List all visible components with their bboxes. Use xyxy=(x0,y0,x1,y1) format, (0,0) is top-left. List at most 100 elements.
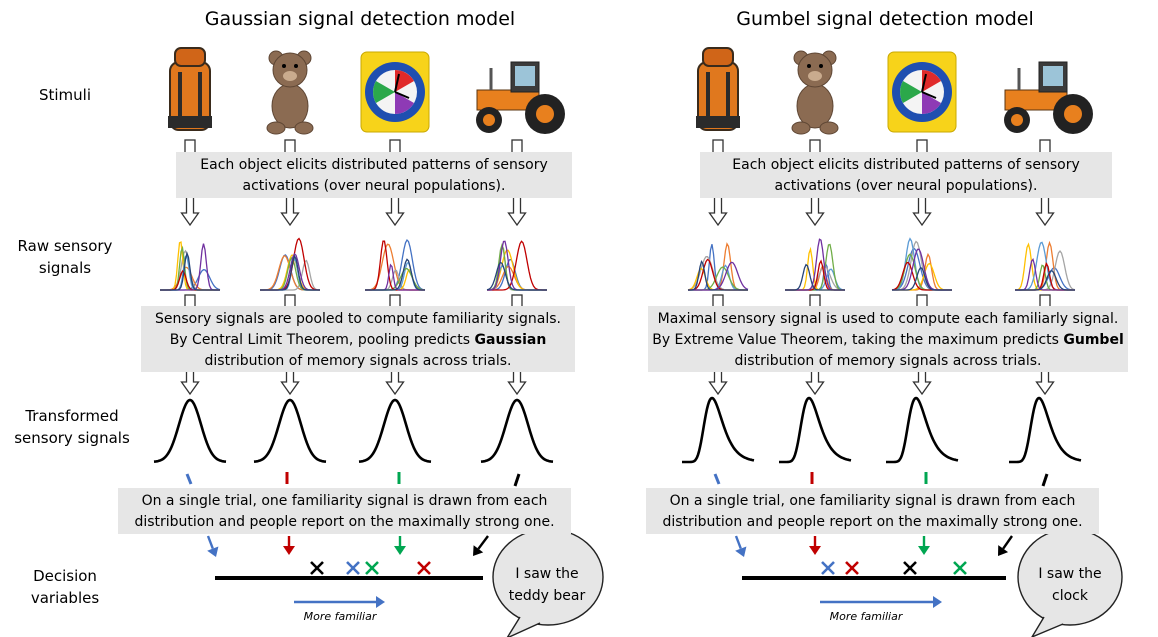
panel-title-gaussian: Gaussian signal detection model xyxy=(204,8,516,30)
cross-stroke xyxy=(365,561,379,575)
clock-sector xyxy=(900,81,922,103)
box-sensory-activations-gaussian: Each object elicits distributed patterns… xyxy=(176,152,572,198)
sample-mark-backpack xyxy=(346,561,360,575)
decision-arrow-green xyxy=(918,536,930,555)
down-arrow xyxy=(912,196,932,227)
decision-arrow-black xyxy=(998,535,1013,556)
sample-mark-teddy xyxy=(845,561,859,575)
stimulus-clock xyxy=(360,51,430,133)
arrow-head xyxy=(283,546,295,555)
teddy-foot xyxy=(266,121,286,135)
cross-stroke xyxy=(953,561,967,575)
gaussian-curve xyxy=(253,398,327,463)
down-arrow xyxy=(708,196,728,227)
more-familiar-arrow xyxy=(820,596,942,608)
teddy-body xyxy=(796,83,834,129)
cross-stroke xyxy=(310,561,324,575)
raw-sensory-signal xyxy=(891,237,952,291)
decision-arrow-red xyxy=(809,536,821,555)
arrow-head xyxy=(376,596,385,608)
down-arrow xyxy=(805,369,825,396)
stimulus-tractor xyxy=(476,61,565,134)
stimulus-backpack xyxy=(696,47,740,131)
backpack-top xyxy=(702,47,734,67)
raw-signal-trace xyxy=(892,266,952,291)
arrow-head xyxy=(933,596,942,608)
row-label-stimuli: Stimuli xyxy=(38,86,92,104)
gaussian-curve xyxy=(153,398,227,463)
tractor-window xyxy=(1043,66,1063,86)
down-arrow xyxy=(280,369,300,396)
row-label-transformed: Transformed sensory signals xyxy=(14,407,130,447)
clock-sector xyxy=(922,92,941,114)
speech-bubble-text-gumbel: I saw the clock xyxy=(1038,566,1102,604)
arrow-head xyxy=(473,545,484,556)
stimulus-teddy-bear xyxy=(266,50,314,135)
axis-label-more-familiar-gaussian: More familiar xyxy=(303,610,377,623)
gumbel-curve xyxy=(886,396,959,464)
down-arrow xyxy=(180,196,200,227)
sample-tick xyxy=(713,473,721,485)
cross-stroke xyxy=(903,561,917,575)
raw-signal-trace xyxy=(160,251,220,291)
teddy-head xyxy=(272,52,308,88)
raw-signal-trace xyxy=(785,263,845,291)
speech-bubble-tail xyxy=(1031,616,1064,637)
teddy-foot xyxy=(819,121,839,135)
clock-sector xyxy=(395,70,414,92)
tractor-front-hub xyxy=(1011,114,1023,126)
speech-bubble-gaussian xyxy=(492,528,604,637)
arrow-head xyxy=(918,546,930,555)
speech-bubble-text-gaussian: I saw the teddy bear xyxy=(508,566,586,604)
clock-hand xyxy=(394,73,400,93)
arrow-head xyxy=(809,546,821,555)
cross-stroke xyxy=(845,561,859,575)
sample-mark-clock xyxy=(365,561,379,575)
box-single-trial-gumbel: On a single trial, one familiarity signa… xyxy=(646,488,1099,534)
down-arrow xyxy=(385,196,405,227)
arrow-head xyxy=(207,546,219,557)
box-pooling-text-end: distribution of memory signals across tr… xyxy=(204,353,512,369)
raw-signal-trace xyxy=(688,260,748,291)
box-maximal-bold: Gumbel xyxy=(1063,332,1124,348)
speech-bubble-gumbel xyxy=(1017,528,1123,637)
gumbel-curve xyxy=(779,396,852,464)
backpack-base xyxy=(168,116,212,128)
teddy-head xyxy=(797,52,833,88)
raw-signal-trace xyxy=(688,261,749,291)
raw-signal-trace xyxy=(1015,270,1075,291)
gumbel-curve xyxy=(1009,396,1082,464)
arrow-shaft xyxy=(206,535,214,550)
raw-sensory-signal xyxy=(785,238,846,291)
sample-mark-clock xyxy=(953,561,967,575)
stimulus-clock xyxy=(887,51,957,133)
raw-sensory-signal xyxy=(365,239,426,291)
raw-signal-trace xyxy=(365,258,425,291)
raw-signal-trace xyxy=(486,261,547,291)
decision-arrow-blue xyxy=(734,535,747,557)
tractor-rear-hub xyxy=(536,105,554,123)
raw-sensory-signal xyxy=(687,242,749,291)
raw-sensory-signal xyxy=(486,240,547,291)
decision-arrow-red xyxy=(283,536,295,555)
cross-stroke xyxy=(821,561,835,575)
stimulus-backpack xyxy=(168,47,212,131)
arrow-head xyxy=(394,546,406,555)
speech-bubble-tail xyxy=(506,616,541,637)
teddy-eye xyxy=(807,64,811,68)
teddy-eye xyxy=(282,64,286,68)
arrow-shaft xyxy=(1002,535,1013,550)
backpack-top xyxy=(174,47,206,67)
down-arrow xyxy=(507,369,527,396)
tractor-rear-hub xyxy=(1064,105,1082,123)
clock-hand xyxy=(394,91,410,99)
gaussian-curve xyxy=(358,398,432,463)
down-arrow xyxy=(180,369,200,396)
teddy-eye xyxy=(819,64,823,68)
clock-sector xyxy=(395,92,414,114)
arrow-shaft xyxy=(477,535,489,550)
cross-stroke xyxy=(346,561,360,575)
decision-arrow-green xyxy=(394,536,406,555)
stimulus-tractor xyxy=(1004,61,1093,134)
